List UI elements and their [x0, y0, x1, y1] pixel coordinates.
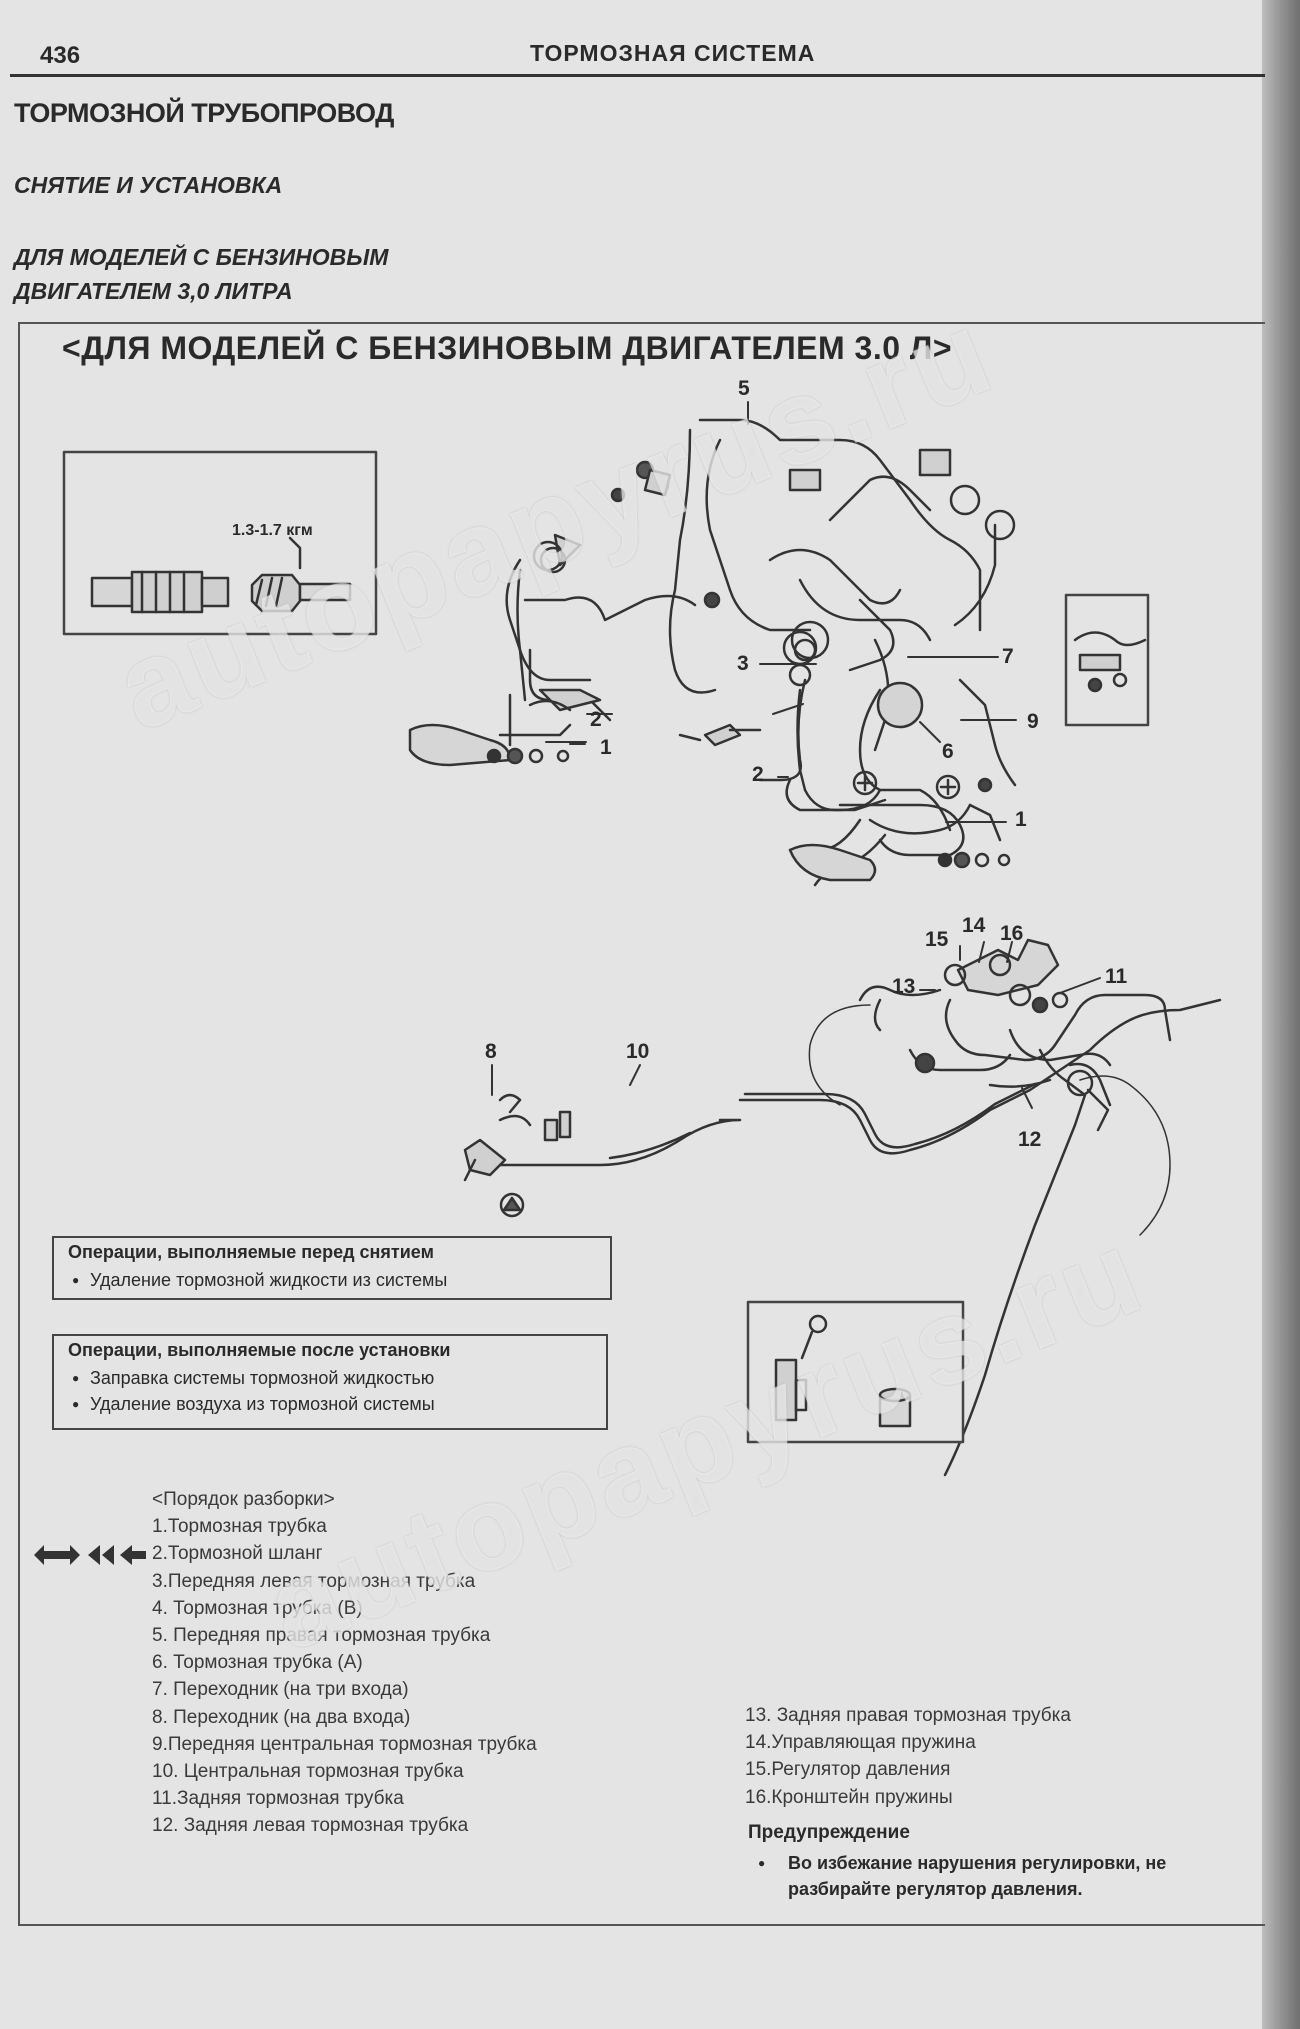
warning-text: Во избежание нарушения регулировки, не р…: [788, 1853, 1167, 1899]
after-install-item-1: Заправка системы тормозной жидкостью: [68, 1365, 596, 1391]
torque-spec: 1.3-1.7 кгм: [232, 522, 313, 539]
warning-text-block: ● Во избежание нарушения регулировки, не…: [758, 1850, 1263, 1902]
disassembly-item: 11.Задняя тормозная трубка: [152, 1788, 404, 1810]
page-number: 436: [40, 42, 81, 69]
figure-title: <ДЛЯ МОДЕЛЕЙ С БЕНЗИНОВЫМ ДВИГАТЕЛЕМ 3.0…: [62, 330, 953, 366]
disassembly-item: 8. Переходник (на два входа): [152, 1706, 411, 1728]
disassembly-item: 3.Передняя левая тормозная трубка: [152, 1570, 476, 1592]
callout-5: 5: [738, 377, 750, 400]
callout-3: 3: [737, 652, 749, 675]
front-brake-lines: [408, 418, 1150, 887]
disassembly-item: 9.Передняя центральная тормозная трубка: [152, 1733, 537, 1755]
before-removal-title: Операции, выполняемые перед снятием: [68, 1242, 434, 1262]
callout-2-left: 2: [590, 708, 602, 731]
warning-title: Предупреждение: [748, 1822, 910, 1843]
callout-1-right: 1: [1015, 808, 1027, 831]
disassembly-item: 12. Задняя левая тормозная трубка: [152, 1815, 469, 1837]
before-removal-box: Операции, выполняемые перед снятием Удал…: [52, 1236, 612, 1300]
disassembly-list: <Порядок разборки> 1.Тормозная трубка 2.…: [152, 1486, 537, 1840]
direction-arrows-icon: [34, 1545, 146, 1565]
running-head: ТОРМОЗНАЯ СИСТЕМА: [530, 40, 816, 66]
page-edge-shadow: [1262, 0, 1300, 2029]
callout-8: 8: [485, 1040, 497, 1063]
disassembly-item: 7. Переходник (на три входа): [152, 1679, 409, 1701]
after-install-item-2: Удаление воздуха из тормозной системы: [68, 1391, 596, 1417]
callout-10: 10: [626, 1040, 650, 1063]
disassembly-list-right: 13. Задняя правая тормозная трубка 14.Уп…: [745, 1702, 1071, 1811]
disassembly-title: <Порядок разборки>: [152, 1489, 335, 1510]
header-rule: [10, 74, 1265, 77]
model-heading: ДЛЯ МОДЕЛЕЙ С БЕНЗИНОВЫМ ДВИГАТЕЛЕМ 3,0 …: [14, 240, 388, 308]
callout-7: 7: [1002, 645, 1014, 668]
callout-6: 6: [942, 740, 954, 763]
disassembly-item: 10. Центральная тормозная трубка: [152, 1761, 464, 1783]
after-install-title: Операции, выполняемые после установки: [68, 1340, 451, 1360]
subsection-heading: СНЯТИЕ И УСТАНОВКА: [14, 172, 283, 198]
disassembly-item: 4. Тормозная трубка (B): [152, 1597, 363, 1619]
callout-2-center: 2: [752, 763, 764, 786]
figure-frame: [18, 322, 1265, 1926]
model-heading-line1: ДЛЯ МОДЕЛЕЙ С БЕНЗИНОВЫМ: [14, 244, 389, 270]
callout-1-left: 1: [600, 736, 612, 759]
callout-9: 9: [1027, 710, 1039, 733]
callout-13: 13: [892, 975, 916, 998]
bullet-icon: ●: [758, 1856, 766, 1870]
callout-11: 11: [1105, 965, 1128, 988]
model-heading-line2: ДВИГАТЕЛЕМ 3,0 ЛИТРА: [14, 278, 293, 304]
before-removal-item: Удаление тормозной жидкости из системы: [68, 1267, 600, 1293]
disassembly-item: 15.Регулятор давления: [745, 1759, 951, 1781]
brake-fitting-icon: [90, 536, 352, 614]
after-install-box: Операции, выполняемые после установки За…: [52, 1334, 608, 1430]
callout-15: 15: [925, 928, 949, 951]
disassembly-item: 1.Тормозная трубка: [152, 1516, 327, 1538]
disassembly-item: 13. Задняя правая тормозная трубка: [745, 1705, 1071, 1726]
rear-brake-lines: [463, 938, 1222, 1477]
disassembly-item: 6. Тормозная трубка (A): [152, 1652, 363, 1674]
section-heading: ТОРМОЗНОЙ ТРУБОПРОВОД: [14, 98, 394, 128]
pressure-regulator-icon: [774, 1314, 912, 1428]
disassembly-item: 16.Кронштейн пружины: [745, 1786, 953, 1808]
disassembly-item: 2.Тормозной шланг: [152, 1543, 323, 1565]
callout-16: 16: [1000, 922, 1024, 945]
disassembly-item: 14.Управляющая пружина: [745, 1732, 976, 1754]
callout-14: 14: [962, 914, 986, 937]
disassembly-item: 5. Передняя правая тормозная трубка: [152, 1625, 491, 1647]
manual-page: [0, 0, 1270, 2029]
callout-12: 12: [1018, 1128, 1042, 1151]
